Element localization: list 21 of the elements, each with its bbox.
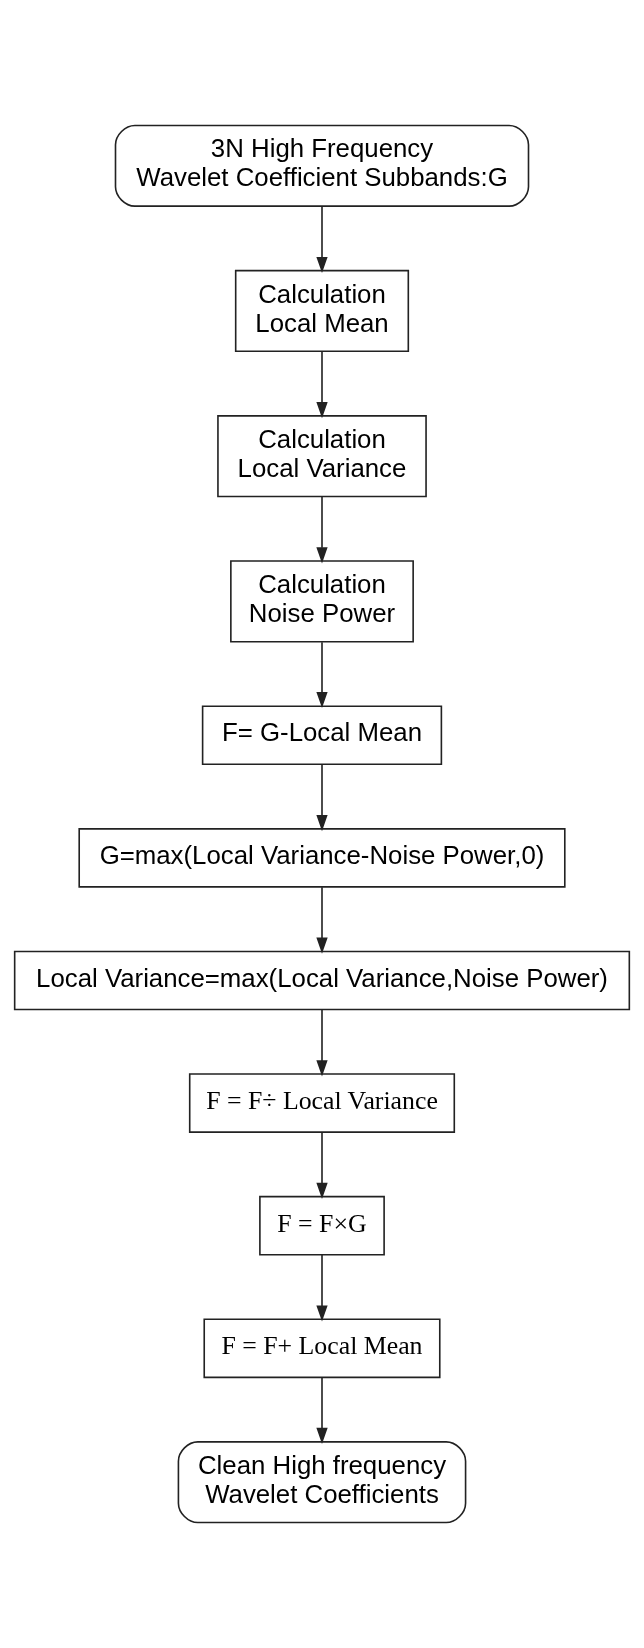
node-box: 3N High Frequency Wavelet Coefficient Subbands:G: [114, 124, 530, 207]
arrow: [316, 350, 328, 419]
arrow: [316, 1008, 328, 1077]
arrow: [316, 1131, 328, 1199]
node-box: Calculation Local Variance: [217, 415, 427, 498]
node-box: F = F÷ Local Variance: [188, 1073, 456, 1133]
arrow: [316, 1254, 328, 1322]
node-box: F = F+ Local Mean: [203, 1318, 441, 1379]
node-box: G=max(Local Variance-Noise Power,0): [78, 828, 566, 888]
node-box: F = F×G: [259, 1195, 385, 1256]
arrow: [316, 641, 328, 709]
arrow: [316, 1376, 328, 1444]
arrow: [316, 205, 328, 274]
node-box: Local Variance=max(Local Variance,Noise Power): [13, 950, 631, 1011]
arrow: [316, 886, 328, 954]
node-box: Clean High frequency Wavelet Coefficients: [177, 1441, 467, 1524]
node-box: F= G-Local Mean: [201, 705, 443, 766]
arrow: [316, 495, 328, 564]
arrow: [316, 763, 328, 832]
node-box: Calculation Noise Power: [230, 560, 414, 643]
node-box: Calculation Local Mean: [234, 269, 410, 353]
